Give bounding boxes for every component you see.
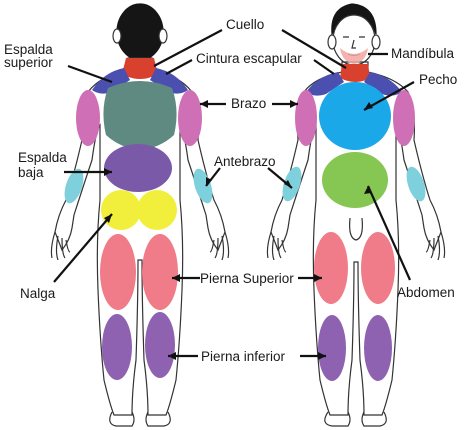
leader-cintura-back	[166, 60, 192, 74]
back-arm-left	[76, 90, 100, 146]
label-cuello: Cuello	[226, 17, 264, 32]
label-espalda-superior: Espalda superior	[4, 42, 57, 70]
back-glute-right	[137, 190, 177, 230]
back-calf-left	[102, 314, 132, 380]
back-lower-back-region	[104, 144, 172, 192]
label-brazo: Brazo	[231, 96, 266, 111]
arrow-brazo-back	[200, 100, 208, 108]
front-ear-right	[372, 35, 380, 49]
back-ear-right	[159, 29, 167, 43]
back-upper-back-region	[103, 81, 176, 150]
front-arm-right	[393, 90, 415, 146]
front-feet	[325, 412, 386, 426]
front-calf-right	[364, 315, 392, 381]
back-arm-right	[178, 90, 202, 146]
front-ear-left	[328, 35, 336, 49]
back-thigh-right	[142, 234, 178, 310]
label-mandibula: Mandíbula	[391, 46, 455, 61]
leader-cintura-front	[314, 60, 334, 74]
label-abdomen: Abdomen	[397, 285, 455, 300]
back-feet	[110, 412, 171, 426]
back-head	[117, 4, 163, 60]
label-antebrazo: Antebrazo	[214, 154, 276, 169]
back-calf-right	[145, 312, 175, 378]
back-thigh-left	[100, 234, 136, 310]
front-arm-left	[295, 90, 317, 146]
leader-espalda-superior	[68, 66, 112, 82]
front-thigh-left	[314, 232, 348, 304]
front-abdomen-region	[322, 152, 388, 208]
front-groin	[350, 218, 363, 240]
back-muscles	[61, 58, 216, 380]
label-pecho: Pecho	[419, 72, 457, 87]
front-chest-region	[319, 82, 391, 150]
label-nalga: Nalga	[20, 286, 56, 301]
front-muscles	[279, 48, 429, 381]
label-pierna-inferior: Pierna inferior	[201, 349, 286, 364]
front-thigh-right	[361, 232, 395, 304]
label-pierna-superior: Pierna Superior	[200, 271, 294, 286]
label-espalda-baja: Espalda baja	[18, 150, 71, 180]
back-forearm-right	[190, 166, 216, 205]
back-glute-left	[101, 190, 141, 230]
label-cintura-escapular: Cintura escapular	[196, 51, 302, 66]
back-ear-left	[113, 29, 121, 43]
front-calf-left	[318, 315, 346, 381]
